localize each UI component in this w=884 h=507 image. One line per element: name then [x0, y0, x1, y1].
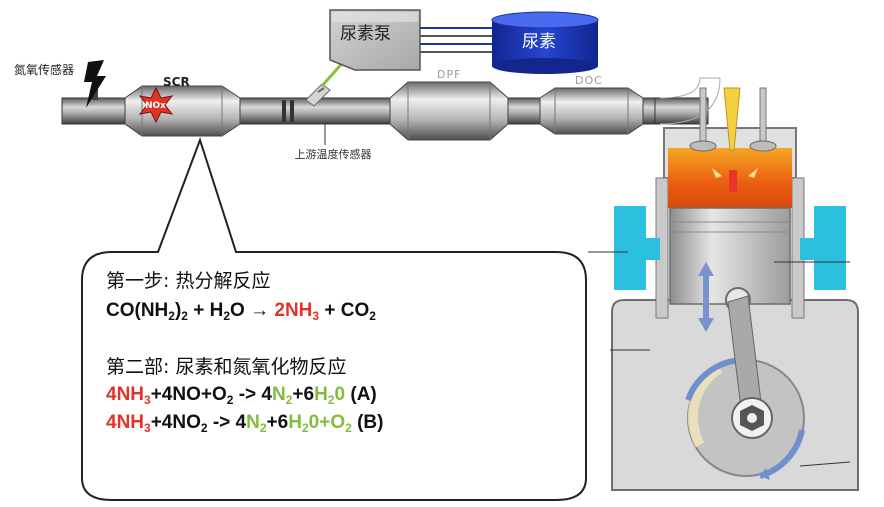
nox-sensor-probe [84, 60, 106, 108]
urea-pump-label: 尿素泵 [340, 24, 391, 44]
equation-a: 4NH3+4NO+O2 -> 4N2+6H20 (A) [106, 384, 377, 407]
lightning-icon [84, 60, 106, 108]
nox-badge-icon [138, 86, 174, 124]
scr-label: SCR [163, 75, 190, 89]
urea-lines [420, 27, 496, 53]
engine-cylinder [588, 87, 859, 491]
equation-b: 4NH3+4NO2 -> 4N2+6H20+O2 (B) [106, 412, 384, 435]
doc-label: DOC [575, 74, 603, 87]
urea-pump [329, 9, 421, 71]
nox-sensor-label: 氮氧传感器 [14, 63, 75, 77]
dpf-canister [389, 81, 509, 141]
nox-badge-label: NOx [145, 101, 166, 111]
scr-canister [124, 85, 241, 137]
reaction-callout [81, 136, 587, 501]
dpf-label: DPF [437, 68, 462, 81]
urea-tank-label: 尿素 [522, 32, 556, 52]
coolant-left [614, 206, 660, 290]
step1-title: 第一步: 热分解反应 [106, 270, 271, 292]
urea-tank [491, 11, 599, 74]
step2-title: 第二部: 尿素和氮氧化物反应 [106, 356, 347, 378]
doc-canister [539, 87, 644, 135]
coolant-right [800, 206, 846, 290]
step1-equation: CO(NH2)2 + H2O → 2NH3 + CO2 [106, 300, 376, 323]
upstream-temp-sensor-label: 上游温度传感器 [294, 148, 372, 161]
